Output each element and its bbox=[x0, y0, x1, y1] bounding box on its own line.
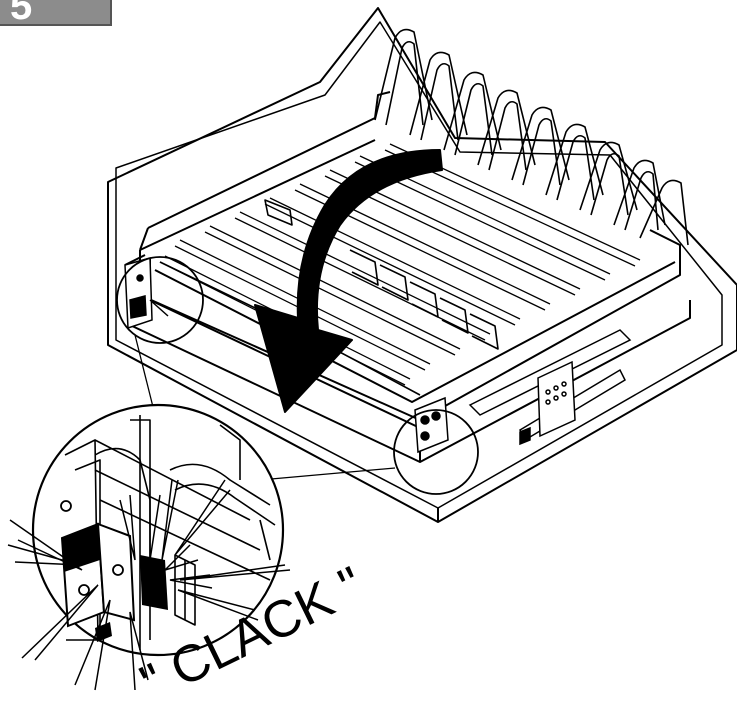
magnified-clip-detail bbox=[31, 403, 285, 657]
left-front-clip bbox=[124, 257, 169, 330]
fold-direction-arrow bbox=[254, 149, 443, 413]
step-number: 5 bbox=[10, 0, 33, 26]
detail-circle-right bbox=[393, 409, 479, 495]
step-number-badge: 5 bbox=[0, 0, 112, 26]
detail-circle-left bbox=[116, 256, 204, 344]
drawer-runner bbox=[414, 329, 632, 454]
impact-marks bbox=[7, 479, 291, 691]
rack-rear-hoops bbox=[374, 28, 689, 246]
detail-leader-lines bbox=[134, 334, 396, 481]
